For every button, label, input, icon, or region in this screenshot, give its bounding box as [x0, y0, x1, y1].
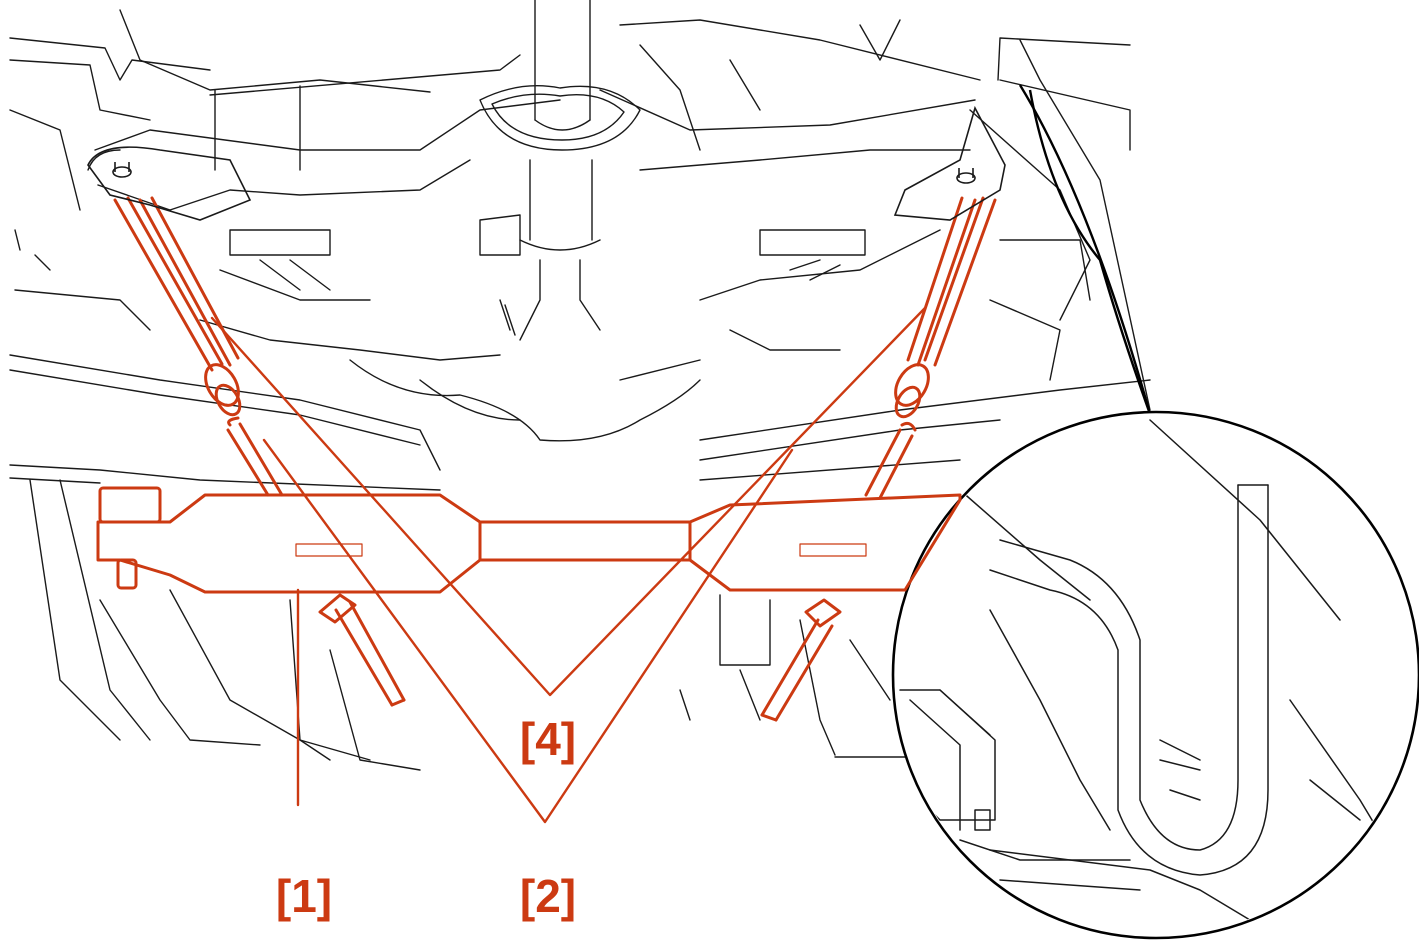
- attachment-bracket-left: [87, 146, 252, 221]
- slot-right: [799, 543, 867, 557]
- support-pin-right: [760, 598, 842, 722]
- callout-4: [4]: [520, 713, 576, 765]
- attachment-bracket-right: [893, 105, 1006, 221]
- callout-2: [2]: [520, 870, 576, 922]
- crossbar-peg: [116, 558, 138, 590]
- crossbar-endcap: [98, 486, 162, 524]
- magnifier-leader-lower: [1028, 89, 1152, 415]
- slot-left: [295, 543, 363, 557]
- crossbar-joint: [478, 520, 692, 562]
- hook-chain-left: [113, 196, 284, 497]
- magnifier-leader-upper: [1018, 84, 1152, 415]
- crossbar: [96, 493, 962, 594]
- attachment-stud-right: [956, 172, 976, 184]
- hook-chain-right: [864, 196, 997, 500]
- detail-magnifier: [891, 84, 1419, 940]
- callout-1: [1]: [276, 870, 332, 922]
- attachment-stud-left: [112, 166, 132, 178]
- magnifier-circle: [891, 410, 1419, 940]
- leader-2: [262, 438, 794, 824]
- undercarriage-lineart: [9, 0, 1151, 771]
- lifting-tool: [96, 196, 997, 824]
- leader-4: [210, 306, 927, 697]
- frame-attachment-points: [87, 105, 1006, 221]
- support-pin-left: [318, 593, 406, 707]
